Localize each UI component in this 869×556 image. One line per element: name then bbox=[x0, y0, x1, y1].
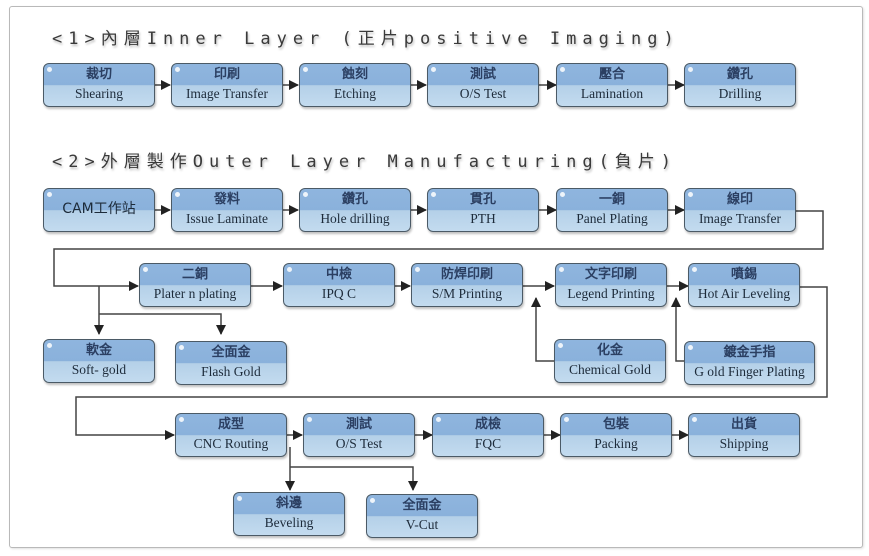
step-en: Etching bbox=[334, 86, 376, 101]
step-outer-image-transfer: 線印 Image Transfer bbox=[684, 188, 796, 232]
connector-chemical-gold bbox=[531, 297, 554, 362]
step-packing: 包裝 Packing bbox=[560, 413, 672, 457]
step-hole-drilling: 鑽孔 Hole drilling bbox=[299, 188, 411, 232]
step-issue-laminate: 發料 Issue Laminate bbox=[171, 188, 283, 232]
step-en: Packing bbox=[594, 436, 638, 451]
step-zh: 出貨 bbox=[730, 417, 757, 432]
step-etching: 蝕刻 Etching bbox=[299, 63, 411, 107]
step-en: Issue Laminate bbox=[185, 211, 269, 226]
step-os-test: 測試 O/S Test bbox=[427, 63, 539, 107]
step-hot-air-leveling: 噴錫 Hot Air Leveling bbox=[688, 263, 800, 307]
step-zh: 軟金 bbox=[85, 343, 112, 358]
step-cam-station: CAM工作站 bbox=[43, 188, 155, 232]
step-chemical-gold: 化金 Chemical Gold bbox=[554, 339, 666, 383]
step-legend-printing: 文字印刷 Legend Printing bbox=[555, 263, 667, 307]
step-zh: 文字印刷 bbox=[584, 267, 637, 282]
step-en: Shearing bbox=[75, 86, 123, 101]
step-en: Shipping bbox=[719, 436, 769, 451]
step-en: Hot Air Leveling bbox=[697, 286, 791, 301]
step-en: Flash Gold bbox=[201, 364, 261, 379]
step-en: Hole drilling bbox=[320, 211, 390, 226]
step-shipping: 出貨 Shipping bbox=[688, 413, 800, 457]
step-pattern-plating: 二銅 Plater n plating bbox=[139, 263, 251, 307]
step-en: O/S Test bbox=[459, 86, 507, 101]
step-fqc: 成檢 FQC bbox=[432, 413, 544, 457]
step-zh: 發料 bbox=[213, 192, 240, 207]
step-final-os-test: 測試 O/S Test bbox=[303, 413, 415, 457]
step-en: G old Finger Plating bbox=[694, 364, 805, 379]
step-zh: 蝕刻 bbox=[341, 67, 368, 82]
step-en: S/M Printing bbox=[431, 286, 503, 301]
step-zh: 測試 bbox=[345, 417, 372, 432]
step-panel-plating: 一銅 Panel Plating bbox=[556, 188, 668, 232]
connector-row2-to-row3 bbox=[75, 286, 828, 440]
step-zh: CAM工作站 bbox=[62, 201, 136, 217]
step-cnc-routing: 成型 CNC Routing bbox=[175, 413, 287, 457]
step-zh: 線印 bbox=[726, 192, 753, 207]
step-zh: 印刷 bbox=[213, 67, 240, 82]
step-zh: 防焊印刷 bbox=[440, 267, 493, 282]
step-zh: 化金 bbox=[596, 343, 623, 358]
step-en: PTH bbox=[470, 211, 496, 226]
step-en: Chemical Gold bbox=[568, 362, 652, 377]
step-en: Plater n plating bbox=[153, 286, 237, 301]
step-zh: 噴錫 bbox=[730, 267, 757, 282]
step-soft-gold: 軟金 Soft- gold bbox=[43, 339, 155, 383]
step-zh: 中檢 bbox=[325, 267, 352, 282]
step-zh: 鑽孔 bbox=[341, 192, 368, 207]
step-shearing: 裁切 Shearing bbox=[43, 63, 155, 107]
step-zh: 全面金 bbox=[211, 345, 251, 360]
step-en: Beveling bbox=[264, 515, 314, 530]
step-zh: 全面金 bbox=[402, 498, 442, 513]
connector-branch-flashgold bbox=[99, 313, 226, 335]
step-zh: 包裝 bbox=[602, 417, 629, 432]
step-en: Drilling bbox=[718, 86, 762, 101]
step-lamination: 壓合 Lamination bbox=[556, 63, 668, 107]
step-zh: 壓合 bbox=[598, 67, 625, 82]
step-en: Soft- gold bbox=[71, 362, 127, 377]
step-beveling: 斜邊 Beveling bbox=[233, 492, 345, 536]
step-zh: 貫孔 bbox=[469, 192, 496, 207]
step-zh: 成檢 bbox=[474, 417, 501, 432]
step-pth: 貫孔 PTH bbox=[427, 188, 539, 232]
step-zh: 成型 bbox=[217, 417, 244, 432]
step-en: IPQ C bbox=[321, 286, 357, 301]
step-en: O/S Test bbox=[335, 436, 383, 451]
connector-row1-to-row2 bbox=[53, 210, 824, 291]
step-gold-finger-plating: 鍍金手指 G old Finger Plating bbox=[684, 341, 815, 385]
section-title-outer-layer: <2>外層製作Outer Layer Manufacturing(負片) bbox=[52, 152, 678, 172]
step-en: CNC Routing bbox=[193, 436, 269, 451]
step-en: Image Transfer bbox=[185, 86, 269, 101]
step-zh: 一銅 bbox=[598, 192, 625, 207]
step-v-cut: 全面金 V-Cut bbox=[366, 494, 478, 538]
step-sm-printing: 防焊印刷 S/M Printing bbox=[411, 263, 523, 307]
connector-gold-finger bbox=[671, 297, 685, 362]
step-drilling: 鑽孔 Drilling bbox=[684, 63, 796, 107]
step-image-transfer: 印刷 Image Transfer bbox=[171, 63, 283, 107]
step-flash-gold: 全面金 Flash Gold bbox=[175, 341, 287, 385]
step-zh: 測試 bbox=[469, 67, 496, 82]
step-zh: 鑽孔 bbox=[726, 67, 753, 82]
step-en: V-Cut bbox=[405, 517, 439, 532]
section-title-inner-layer: <1>內層Inner Layer (正片positive Imaging) bbox=[52, 29, 680, 49]
step-en: Lamination bbox=[580, 86, 644, 101]
step-zh: 裁切 bbox=[85, 67, 112, 82]
step-en: Legend Printing bbox=[567, 286, 655, 301]
step-zh: 斜邊 bbox=[275, 496, 302, 511]
step-en: Panel Plating bbox=[576, 211, 648, 226]
step-ipqc: 中檢 IPQ C bbox=[283, 263, 395, 307]
step-zh: 鍍金手指 bbox=[723, 345, 776, 360]
step-en: Image Transfer bbox=[698, 211, 782, 226]
step-en: FQC bbox=[474, 436, 502, 451]
step-zh: 二銅 bbox=[181, 267, 208, 282]
connector-cnc-vcut bbox=[290, 466, 418, 491]
